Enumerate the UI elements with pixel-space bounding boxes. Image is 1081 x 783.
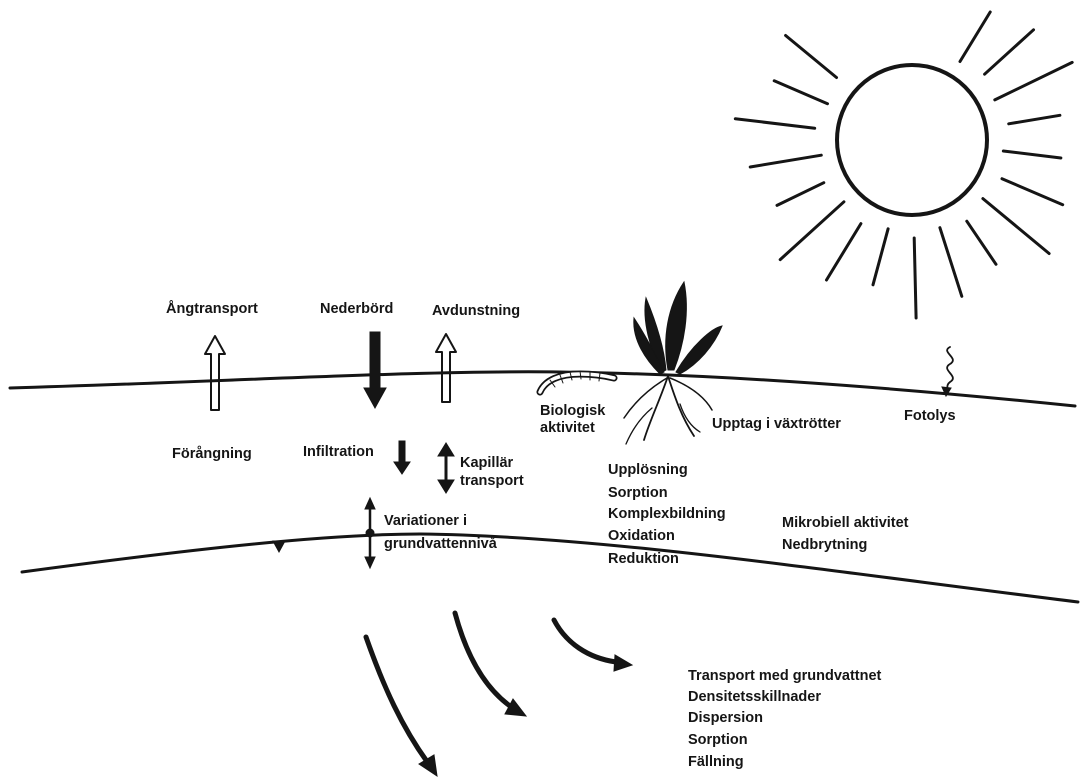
- sun-ray: [960, 12, 990, 62]
- wavy-arrow-icon: [942, 347, 953, 396]
- biological-activity-label-1: Biologisk: [540, 403, 606, 419]
- sun-ray: [774, 81, 827, 104]
- precipitation-label: Nederbörd: [320, 301, 393, 317]
- capillary-transport-arrow: [438, 443, 454, 493]
- process-item: Densitetsskillnader: [688, 689, 821, 705]
- sun-ray: [914, 238, 916, 318]
- vaporization-label: Förångning: [172, 446, 252, 462]
- process-item: Oxidation: [608, 528, 675, 544]
- sun-ray: [750, 155, 821, 167]
- worm-icon: [540, 371, 614, 392]
- vapor-transport-label: Ångtransport: [166, 300, 258, 317]
- process-item: Transport med grundvattnet: [688, 668, 882, 684]
- microbial-process-list: Mikrobiell aktivitet Nedbrytning: [782, 515, 909, 553]
- groundwater-variation-label-1: Variationer i: [384, 513, 467, 529]
- evaporation-label: Avdunstning: [432, 303, 520, 319]
- sun-ray: [983, 199, 1049, 254]
- sun-ray: [985, 30, 1034, 74]
- sun-ray: [780, 202, 844, 260]
- precipitation-arrow: [364, 332, 386, 408]
- process-item: Sorption: [688, 732, 748, 748]
- sun-ray: [995, 62, 1072, 100]
- groundwater-flow-arrow-1: [366, 637, 437, 776]
- sun-ray: [1002, 179, 1063, 205]
- sun-ray: [1009, 115, 1060, 124]
- groundwater-process-list: Transport med grundvattnet Densitetsskil…: [688, 668, 882, 770]
- capillary-label-1: Kapillär: [460, 455, 514, 471]
- process-item: Upplösning: [608, 462, 688, 478]
- process-item: Komplexbildning: [608, 506, 726, 522]
- process-item: Reduktion: [608, 551, 679, 567]
- groundwater-variation-label-2: grundvattennivå: [384, 536, 498, 552]
- sun-ray: [827, 224, 861, 280]
- sun-ray: [777, 183, 824, 206]
- evaporation-arrow: [436, 334, 456, 402]
- sun-ray: [873, 229, 888, 285]
- vapor-transport-arrow: [205, 336, 225, 410]
- capillary-label-2: transport: [460, 473, 524, 489]
- water-table-line: [22, 534, 1078, 602]
- process-item: Sorption: [608, 485, 668, 501]
- root-uptake-label: Upptag i växtrötter: [712, 416, 841, 432]
- triangle-down-icon: [273, 541, 285, 552]
- infiltration-label: Infiltration: [303, 444, 374, 460]
- sun-ray: [1003, 151, 1061, 158]
- sun-icon: [735, 12, 1072, 318]
- groundwater-flow-arrow-3: [554, 620, 632, 671]
- sun-ray: [967, 221, 996, 264]
- photolysis-label: Fotolys: [904, 408, 956, 424]
- infiltration-arrow: [394, 441, 410, 474]
- sun-ray: [940, 228, 962, 297]
- biological-activity-label-2: aktivitet: [540, 420, 595, 436]
- process-item: Nedbrytning: [782, 537, 867, 553]
- groundwater-flow-arrow-2: [455, 613, 526, 716]
- process-item: Mikrobiell aktivitet: [782, 515, 909, 531]
- process-item: Fällning: [688, 754, 744, 770]
- unsaturated-zone-process-list: Upplösning Sorption Komplexbildning Oxid…: [608, 462, 726, 567]
- process-item: Dispersion: [688, 710, 763, 726]
- sun-ray: [735, 119, 814, 129]
- plant-icon: [624, 282, 722, 444]
- groundwater-variation-arrow: [365, 498, 375, 568]
- sun-ray: [786, 36, 837, 78]
